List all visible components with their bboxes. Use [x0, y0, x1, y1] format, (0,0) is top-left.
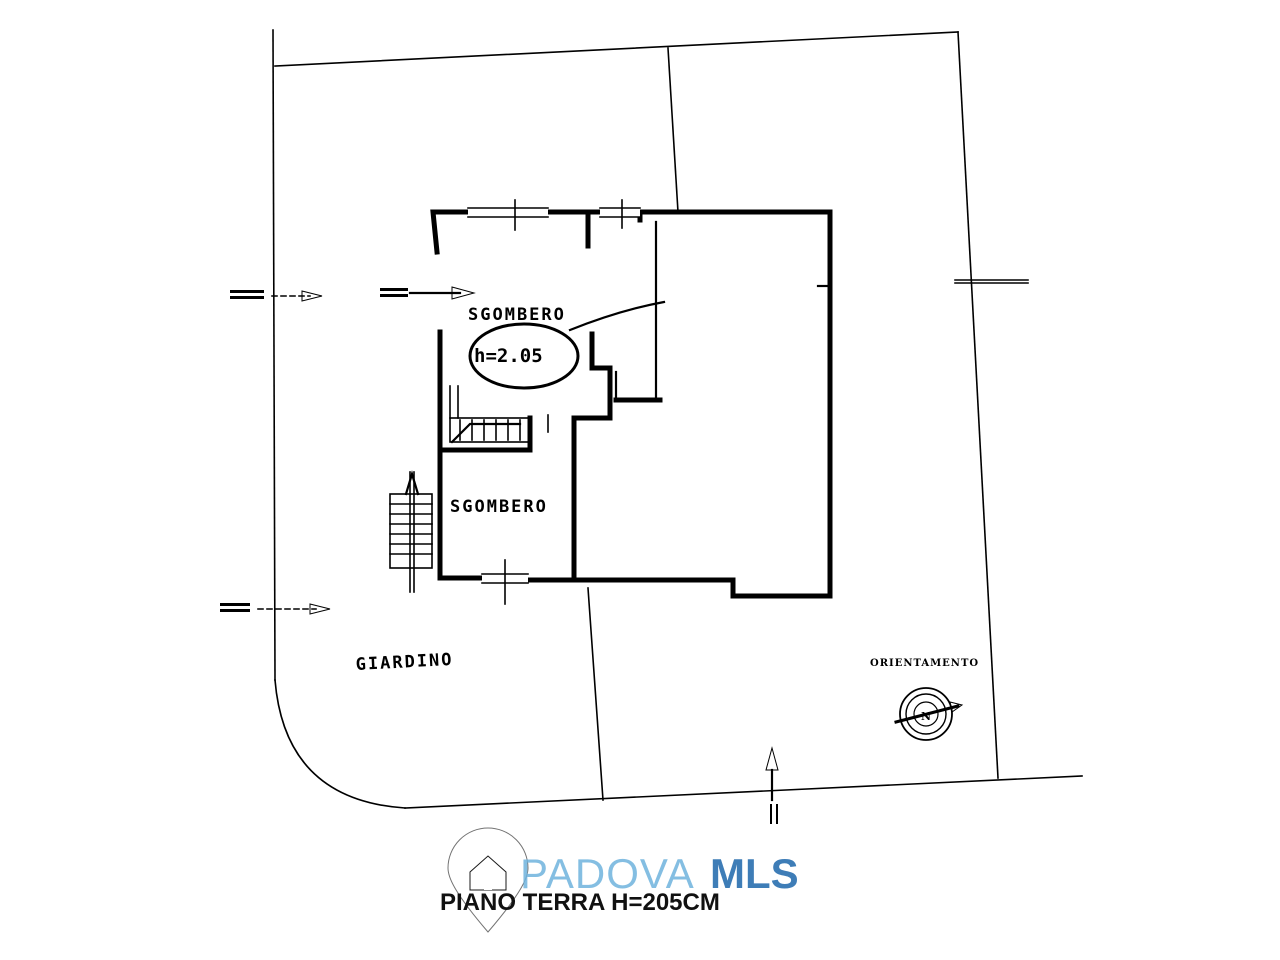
room-label-storage-top: SGOMBERO: [468, 305, 566, 325]
property-boundaries: [272, 29, 1083, 809]
height-annotation: [468, 300, 666, 390]
stairs: [389, 385, 549, 593]
brand-padova: PADOVA: [520, 850, 695, 897]
north-label: N: [921, 710, 931, 723]
windows: [467, 199, 641, 605]
orientation-label: ORIENTAMENTO: [870, 658, 979, 669]
building-walls: [430, 209, 833, 599]
garden-label: GIARDINO: [355, 650, 454, 675]
room-label-storage-bottom: SGOMBERO: [450, 497, 548, 517]
section-arrows: [220, 286, 779, 824]
brand-mls: MLS: [710, 850, 799, 897]
height-note: h=2.05: [474, 345, 543, 367]
plan-caption: PIANO TERRA H=205CM: [440, 889, 720, 916]
compass-icon: [894, 687, 964, 741]
padova-mls-logo: [447, 827, 529, 933]
